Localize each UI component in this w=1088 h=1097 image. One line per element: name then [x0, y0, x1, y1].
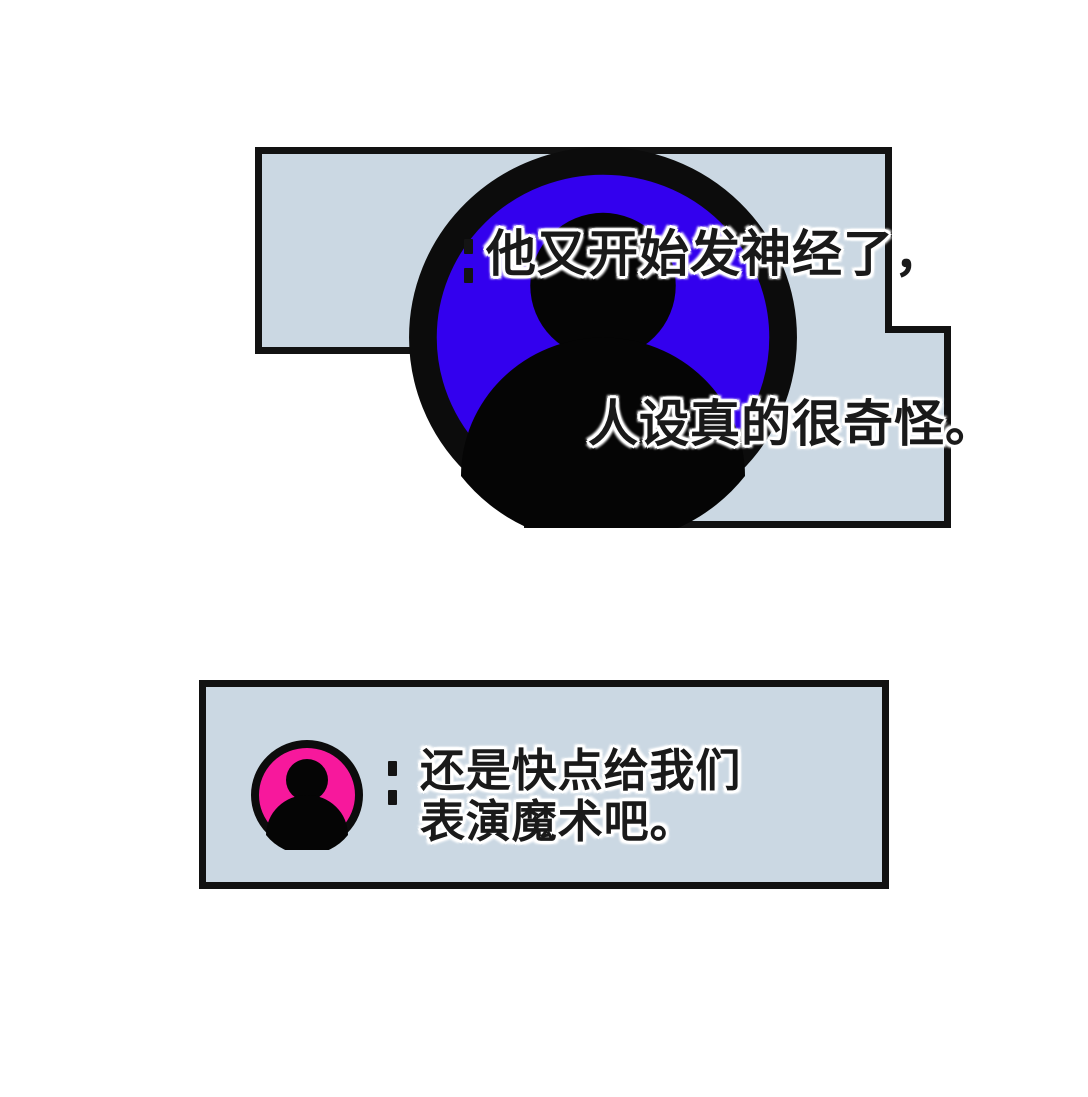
- colon-dot-bottom: [464, 268, 473, 283]
- colon-dot-bottom: [388, 790, 397, 805]
- colon-marker: [388, 761, 397, 805]
- colon-dot-top: [388, 761, 397, 776]
- dialogue-text-line-1: 他又开始发神经了，: [486, 224, 945, 283]
- colon-marker: [464, 239, 473, 283]
- dialogue-text-block: 还是快点给我们 表演魔术吧。: [420, 744, 742, 849]
- dialogue-panel-2: 还是快点给我们 表演魔术吧。: [199, 680, 889, 889]
- person-avatar-icon: [409, 147, 797, 528]
- dialogue-panel-1: 他又开始发神经了， 人设真的很奇怪。: [255, 147, 995, 528]
- dialogue-text-line-2: 人设真的很奇怪。: [588, 394, 996, 453]
- colon-dot-top: [464, 239, 473, 254]
- person-avatar-icon: [251, 740, 363, 850]
